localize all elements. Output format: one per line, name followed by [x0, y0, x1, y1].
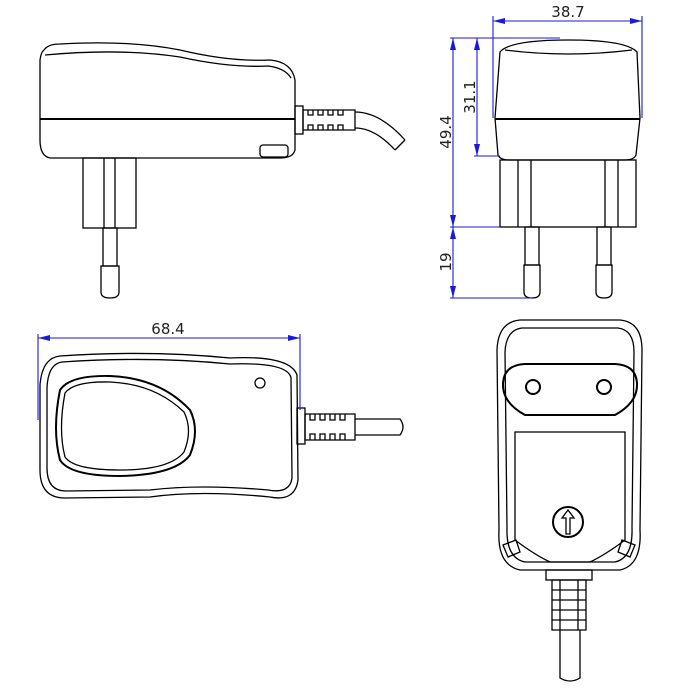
dimension-front-width: 38.7	[492, 3, 643, 118]
dimension-pin-length: 19	[437, 227, 532, 299]
dim-label-pin-length: 19	[437, 252, 455, 271]
dimension-length: 68.4	[37, 320, 301, 420]
top-view	[39, 352, 404, 499]
dimension-total-height: 49.4	[437, 37, 560, 228]
dim-label-total-height: 49.4	[437, 115, 455, 148]
dim-label-length: 68.4	[151, 320, 184, 338]
dim-label-front-width: 38.7	[551, 3, 584, 21]
side-view	[39, 42, 406, 299]
dim-label-body-height: 31.1	[461, 80, 479, 113]
bottom-view	[496, 319, 643, 682]
front-view	[494, 39, 641, 299]
dimension-body-height: 31.1	[461, 38, 500, 157]
